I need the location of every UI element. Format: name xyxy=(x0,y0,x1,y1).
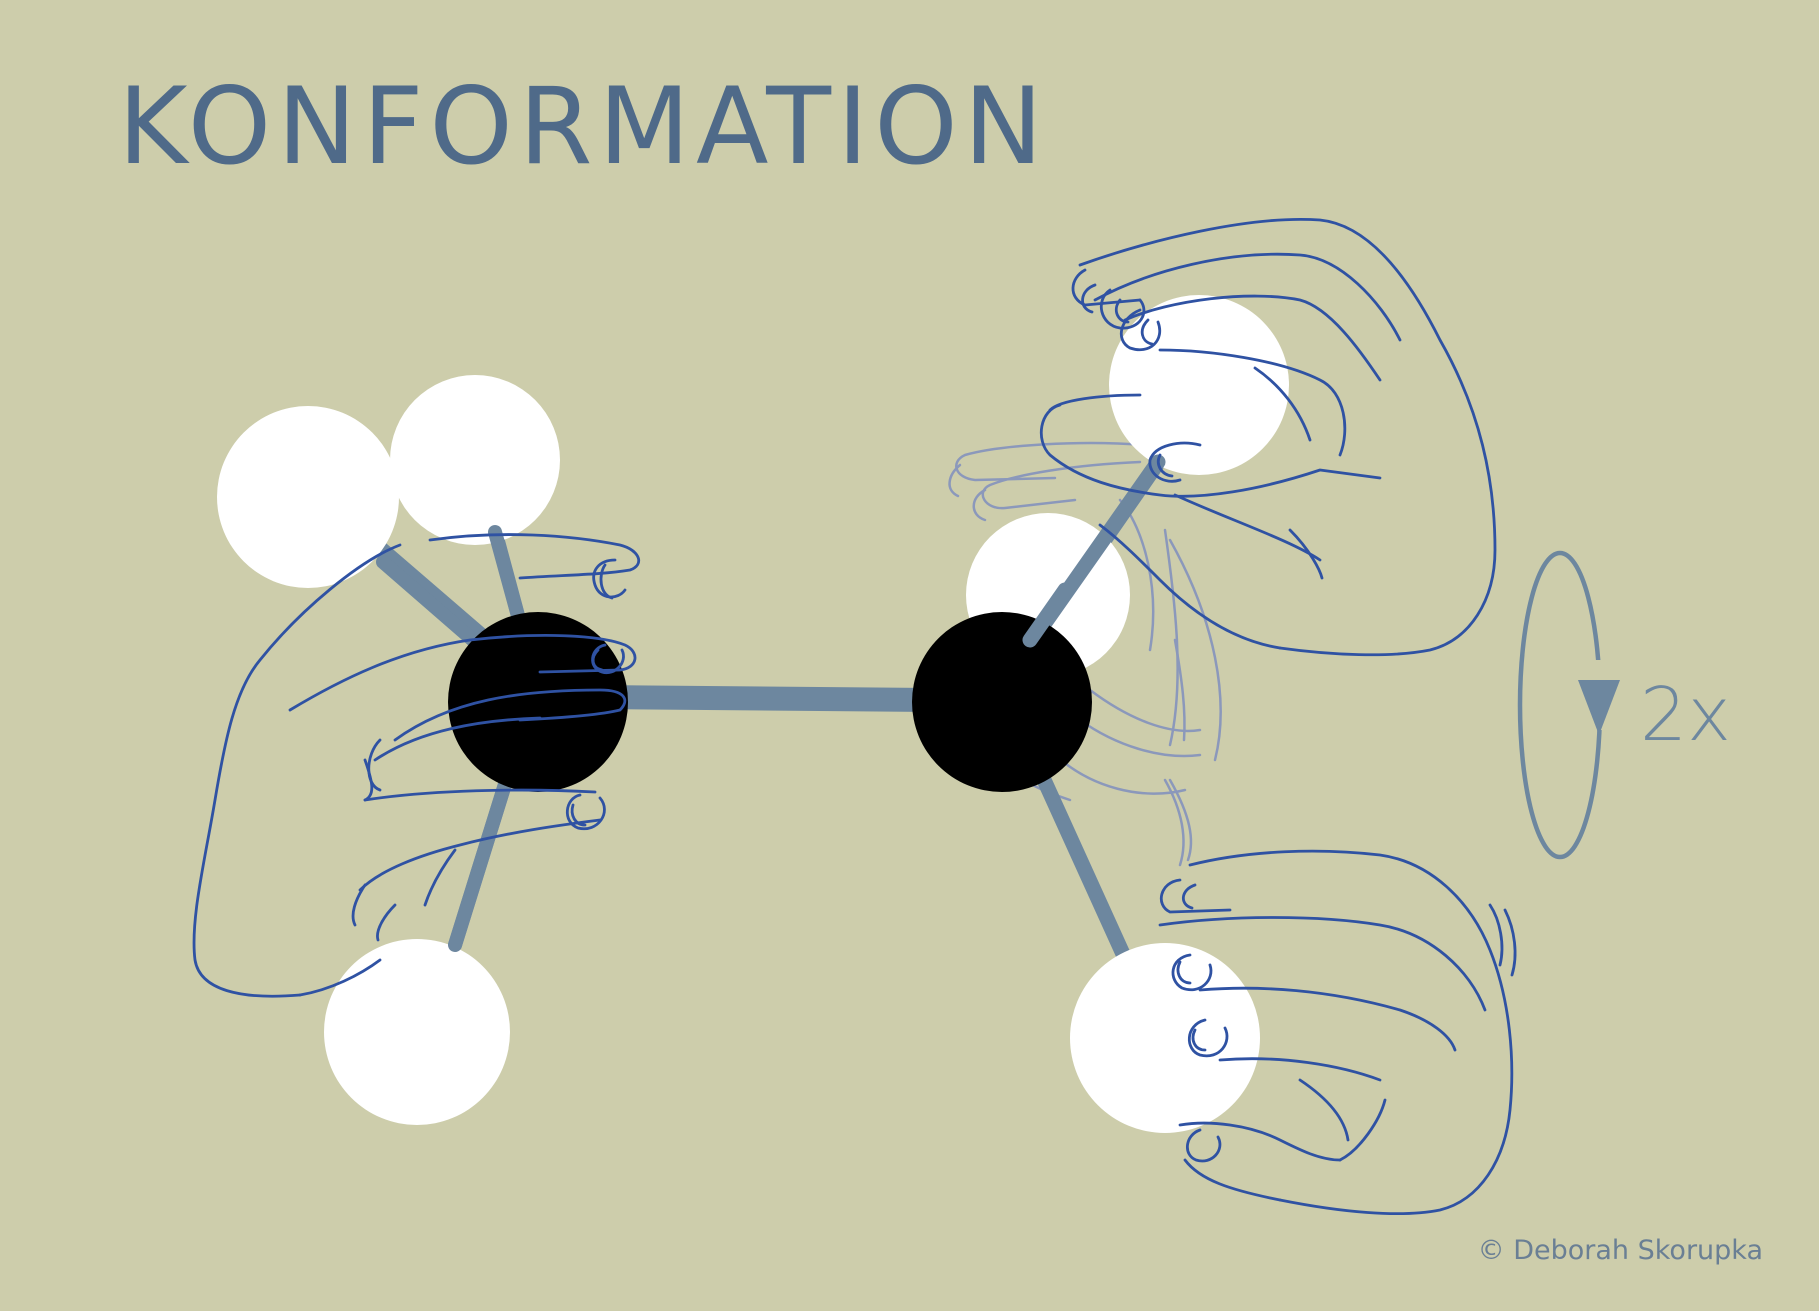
bond-right-h1-stub xyxy=(1022,582,1073,648)
bond-carbon-carbon xyxy=(599,685,936,712)
hydrogen-atom-left-bottom xyxy=(324,939,510,1125)
page-title: KONFORMATION xyxy=(118,65,1049,188)
hydrogen-atom-left-top xyxy=(217,406,399,588)
hydrogen-atom-right-top xyxy=(1109,295,1289,475)
hand-right-bottom xyxy=(1158,849,1517,1216)
copyright-credit: © Deborah Skorupka xyxy=(1477,1235,1763,1266)
carbon-atom-left xyxy=(448,612,628,792)
rotation-count-label: 2x xyxy=(1640,672,1731,758)
hydrogen-atom-right-bottom xyxy=(1070,943,1260,1133)
bond-right-h2 xyxy=(1027,752,1136,973)
rotation-arrow-icon xyxy=(1517,550,1620,860)
hand-left xyxy=(192,533,641,998)
hand-right-top xyxy=(1040,218,1497,657)
carbon-atom-right xyxy=(912,612,1092,792)
hydrogen-atom-left-top-back xyxy=(390,375,560,545)
